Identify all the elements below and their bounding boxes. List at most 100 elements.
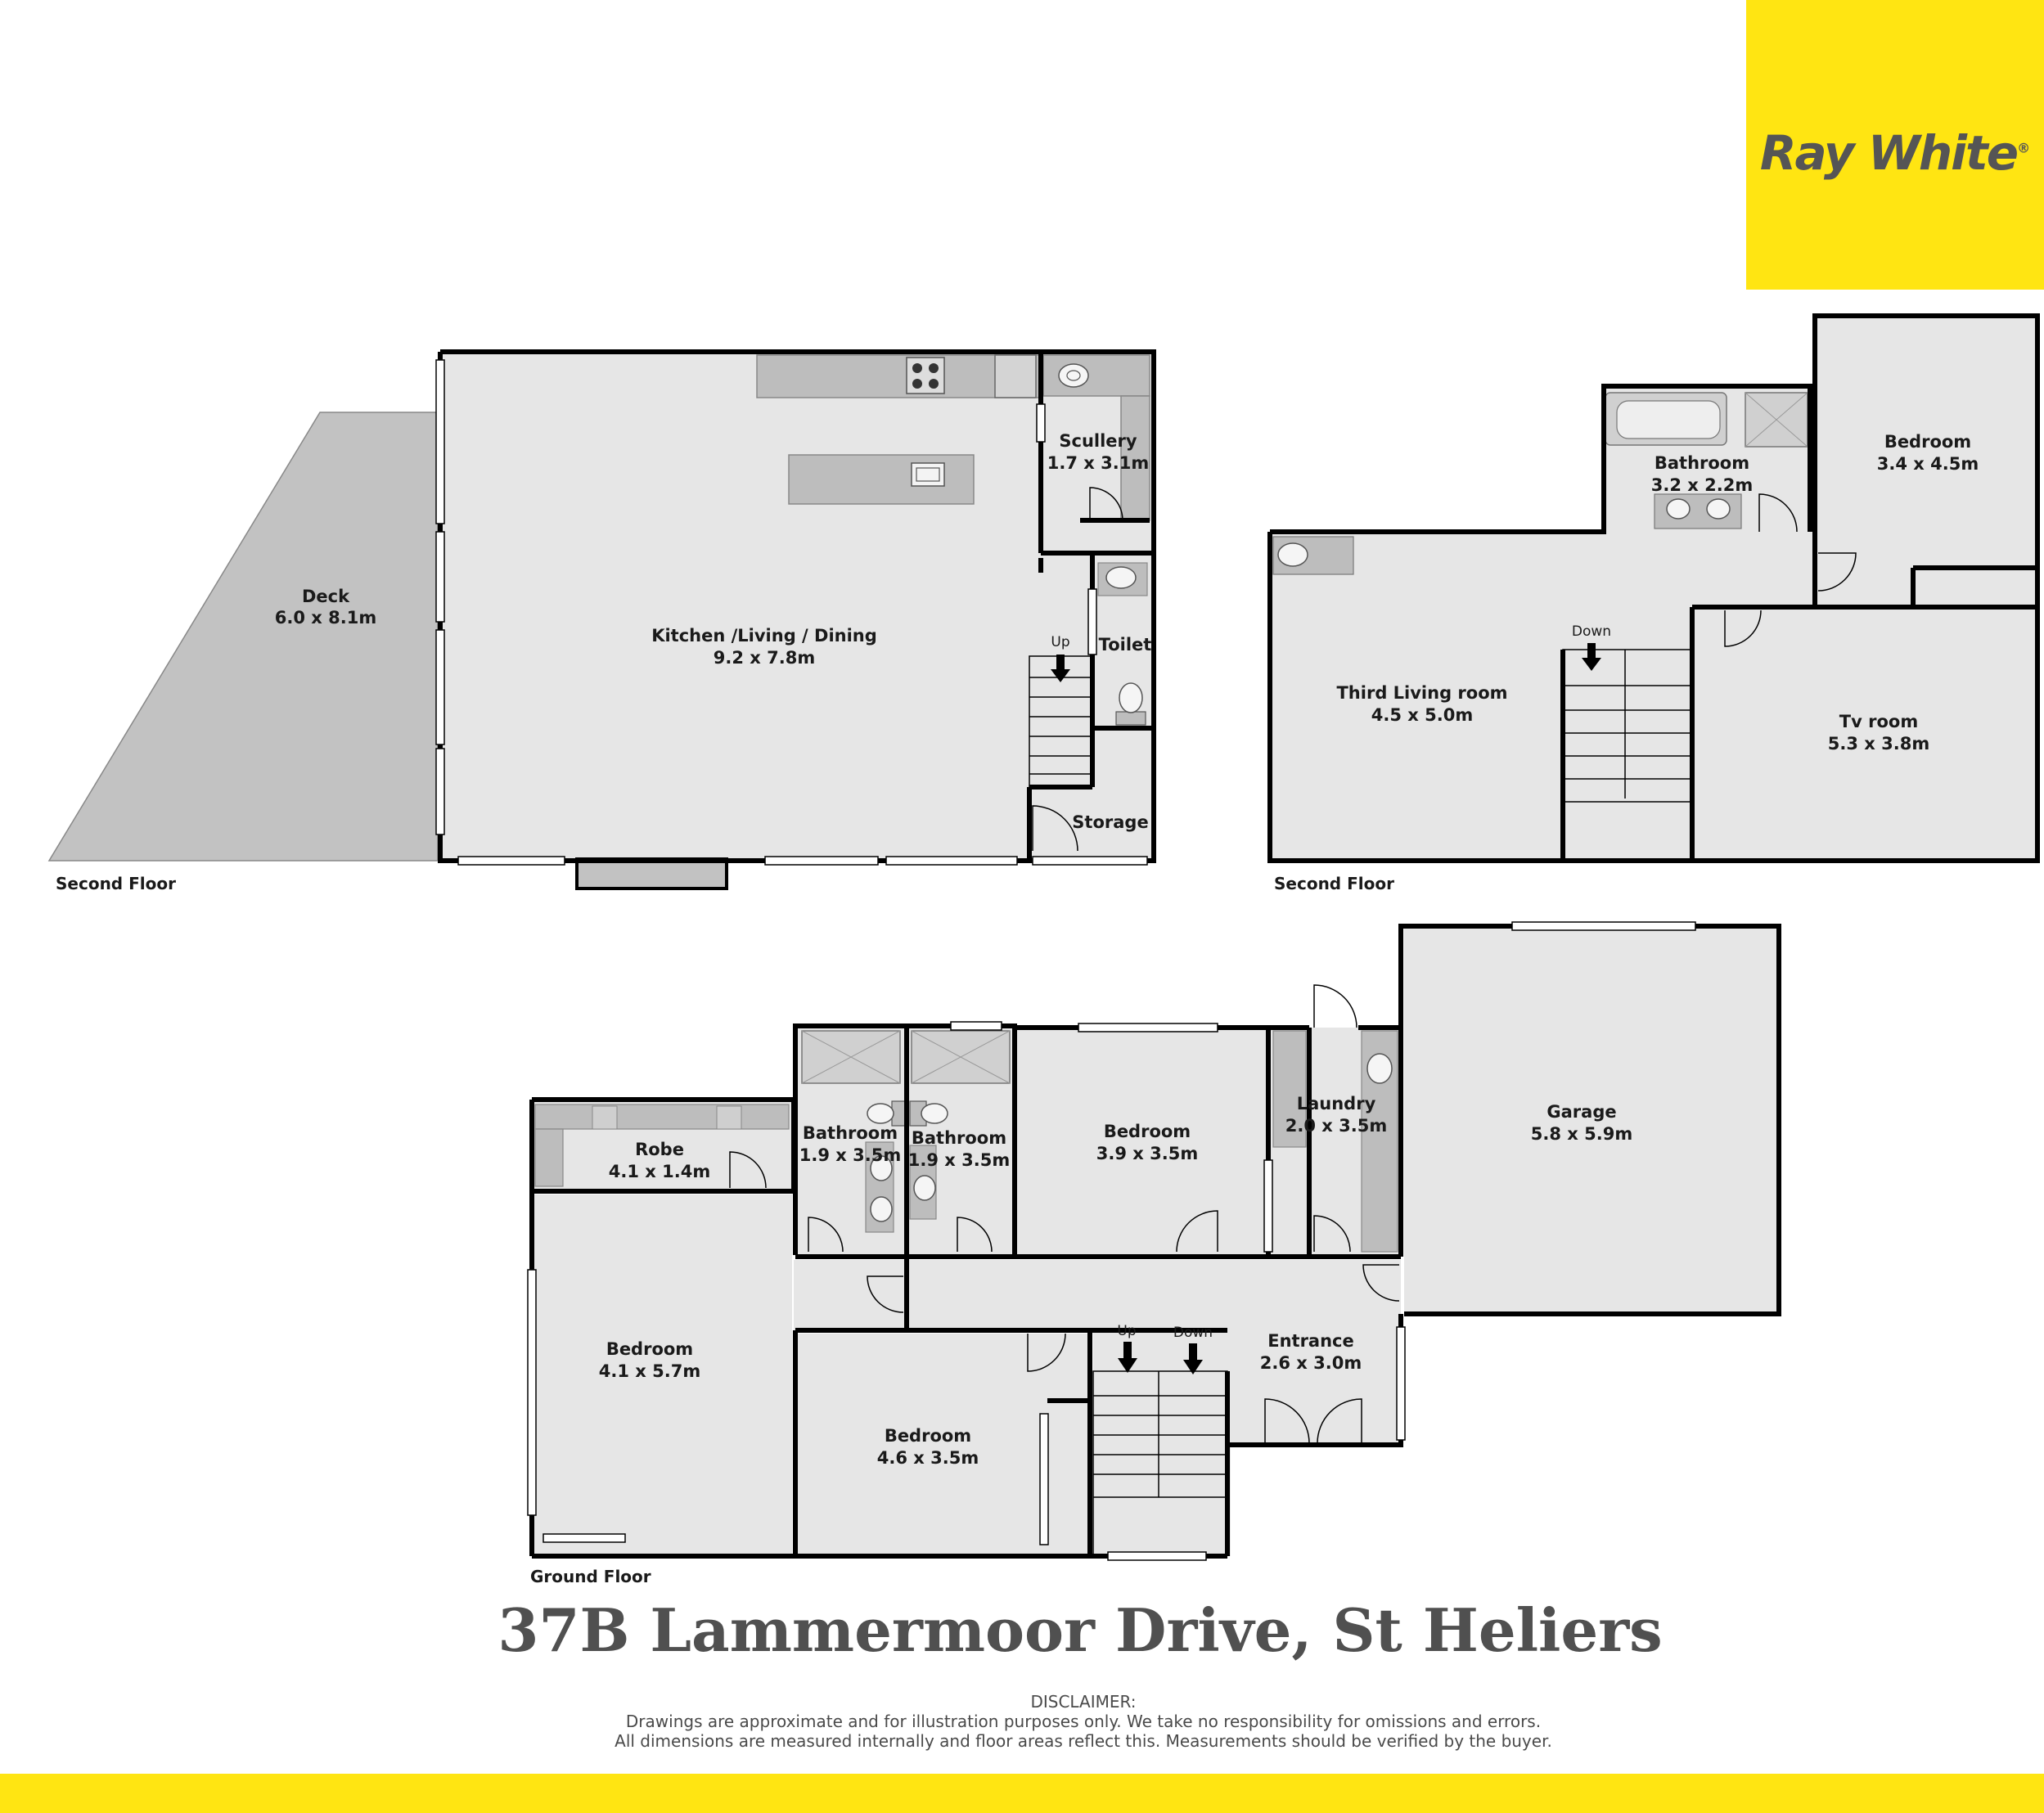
bedroom-b-room: [532, 1194, 792, 1554]
bedroom-a-size: 3.9 x 3.5m: [1096, 1144, 1198, 1163]
upper-bedroom-size: 3.4 x 4.5m: [1877, 454, 1979, 474]
shower-icon: [1745, 392, 1808, 448]
scullery-size: 1.7 x 3.1m: [1047, 453, 1149, 473]
bedroom-a-label: Bedroom: [1104, 1122, 1191, 1141]
hall-strip: [1270, 532, 1815, 607]
upper-bathroom-label: Bathroom: [1655, 453, 1749, 473]
stairs-down-label: Down: [1572, 623, 1611, 640]
hallway: [794, 1260, 1401, 1330]
bathroom-2-shower-icon: [911, 1030, 1011, 1084]
second-floor-left-label: Second Floor: [56, 874, 176, 893]
stair-hall: [1093, 1330, 1231, 1556]
island-sink-icon: [911, 462, 945, 487]
garage-size: 5.8 x 5.9m: [1531, 1124, 1632, 1144]
kitchen-bench: [756, 354, 1040, 398]
upper-bedroom: [1815, 316, 2037, 605]
ground-floor-label: Ground Floor: [530, 1567, 651, 1586]
deck-area: [47, 412, 439, 862]
scullery-sink-icon: [1058, 363, 1089, 388]
tv-room-size: 5.3 x 3.8m: [1828, 734, 1929, 754]
kitchen-island: [788, 454, 975, 505]
bedroom-c-label: Bedroom: [885, 1426, 971, 1446]
kitchen-size: 9.2 x 7.8m: [714, 648, 815, 668]
bedroom-a-room: [1015, 1028, 1267, 1257]
bath2-door-icon: [957, 1217, 993, 1253]
ground-stairs-down-label: Down: [1173, 1325, 1213, 1341]
disclaimer-line-1: Drawings are approximate and for illustr…: [625, 1712, 1542, 1731]
toilet-pan-icon: [1115, 682, 1146, 726]
ground-stairs-up-label: Up: [1117, 1323, 1136, 1339]
brand-logo-box: Ray White®: [1746, 0, 2044, 290]
bedroom-a-door-icon: [1176, 1210, 1218, 1253]
bath1-door-icon: [808, 1217, 844, 1253]
upper-bedroom-door-icon: [1817, 552, 1857, 592]
bathroom-2-size: 1.9 x 3.5m: [908, 1150, 1010, 1170]
brand-logo: Ray White®: [1760, 125, 2030, 181]
robe-door-icon: [729, 1151, 767, 1189]
stairs-up-label: Up: [1051, 634, 1069, 650]
ground-floor-plan: Robe 4.1 x 1.4m Bathroom 1.9 x 3.5m Bath…: [527, 921, 1781, 1586]
second-floor-right-walls: [1267, 313, 2040, 863]
tv-room: [1692, 610, 2037, 861]
bay-window-seat: [575, 857, 728, 890]
kitchen-living-dining-room: [442, 352, 1154, 859]
entrance-size: 2.6 x 3.0m: [1260, 1353, 1362, 1373]
upper-bedroom-label: Bedroom: [1884, 432, 1971, 452]
bedroom-b-size: 4.1 x 5.7m: [599, 1361, 700, 1381]
robe-size: 4.1 x 1.4m: [609, 1162, 710, 1181]
vanity-icon: [1654, 493, 1742, 529]
tv-room-label: Tv room: [1839, 712, 1918, 731]
bedroom-c-door-icon: [1027, 1333, 1066, 1372]
entrance-label: Entrance: [1267, 1331, 1354, 1351]
bedroom-b-door-icon: [867, 1275, 904, 1313]
disclaimer: DISCLAIMER: Drawings are approximate and…: [0, 1692, 2044, 1751]
scullery-label: Scullery: [1059, 431, 1137, 451]
second-floor-right-plan: Bathroom 3.2 x 2.2m Bedroom 3.4 x 4.5m T…: [1267, 313, 2040, 893]
stairs-down-arrow-icon: [1582, 643, 1601, 671]
property-address: 37B Lammermoor Drive, St Heliers: [497, 1595, 1663, 1665]
registered-mark: ®: [2017, 140, 2031, 156]
robe-shelving: [534, 1104, 790, 1187]
bathroom-1-size: 1.9 x 3.5m: [799, 1145, 901, 1165]
second-floor-right-label: Second Floor: [1274, 874, 1394, 893]
bottom-accent-bar: [0, 1774, 2044, 1813]
ground-floor-windows: [527, 921, 1696, 1561]
bedroom-b-label: Bedroom: [606, 1339, 693, 1359]
laundry-door-icon: [1313, 1215, 1351, 1253]
second-floor-left-windows: [435, 359, 1148, 866]
scullery-side-bench: [1120, 395, 1150, 521]
fridge: [994, 354, 1037, 398]
cooktop-icon: [906, 357, 945, 394]
second-floor-left-plan: Deck 6.0 x 8.1m Kitchen /Living / Dining…: [47, 349, 1156, 893]
kitchen-label: Kitchen /Living / Dining: [651, 626, 877, 646]
ground-stairs-up-arrow-icon: [1118, 1342, 1137, 1373]
scullery-bench: [1042, 354, 1150, 397]
toilet-basin-icon: [1097, 562, 1148, 596]
entrance-room: [1227, 1330, 1401, 1446]
disclaimer-line-2: All dimensions are measured internally a…: [615, 1731, 1552, 1751]
front-door-icon: [1264, 1398, 1362, 1444]
third-living-label: Third Living room: [1336, 683, 1507, 703]
stairs-up-arrow-icon: [1051, 655, 1070, 682]
garage-door-icon: [1362, 1264, 1400, 1302]
garage-label: Garage: [1547, 1102, 1616, 1122]
laundry-label: Laundry: [1297, 1094, 1376, 1113]
deck-label: Deck: [302, 587, 350, 606]
deck-size: 6.0 x 8.1m: [275, 608, 376, 628]
disclaimer-heading: DISCLAIMER:: [1030, 1692, 1137, 1712]
bathroom-2-label: Bathroom: [912, 1128, 1006, 1148]
upper-bathroom-door-icon: [1758, 493, 1798, 533]
living-basin-icon: [1272, 536, 1354, 575]
toilet-label: Toilet: [1099, 635, 1152, 655]
tv-room-door-icon: [1724, 610, 1762, 647]
storage-door-icon: [1032, 805, 1078, 852]
laundry-size: 2.0 x 3.5m: [1285, 1116, 1387, 1136]
laundry-external-door-icon: [1313, 984, 1357, 1028]
storage-label: Storage: [1072, 812, 1148, 832]
third-living-size: 4.5 x 5.0m: [1371, 705, 1473, 725]
ground-stairs-down-arrow-icon: [1183, 1343, 1203, 1374]
upper-bathroom-size: 3.2 x 2.2m: [1651, 475, 1753, 495]
garage-room: [1404, 928, 1777, 1314]
